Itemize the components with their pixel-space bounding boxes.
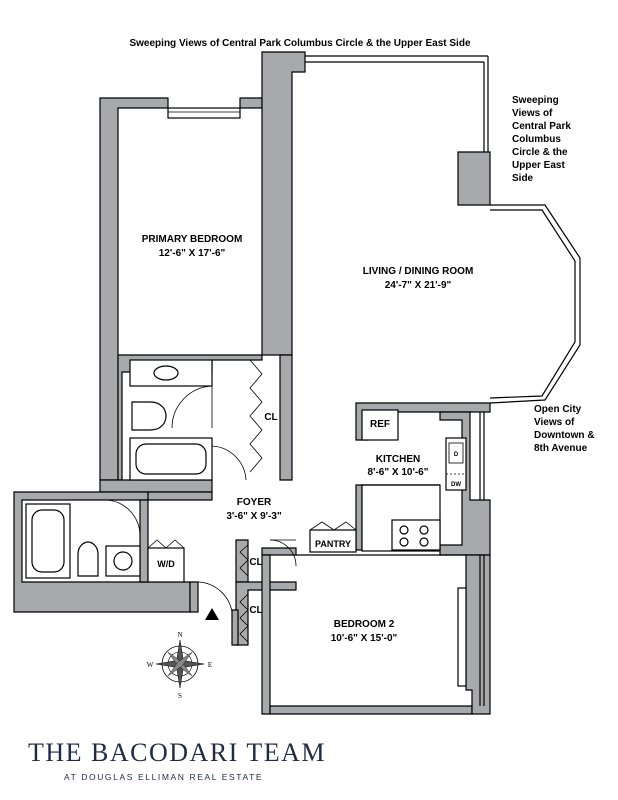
- primary-bedroom-name: PRIMARY BEDROOM: [142, 234, 243, 245]
- living-dims: 24'-7" X 21'-9": [385, 280, 452, 291]
- primary-bath: [129, 359, 247, 481]
- svg-text:Circle & the: Circle & the: [512, 147, 568, 158]
- living-name: LIVING / DINING ROOM: [363, 266, 474, 277]
- compass-s: S: [178, 692, 182, 700]
- kitchen-name: KITCHEN: [376, 454, 420, 465]
- room-labels: PRIMARY BEDROOM 12'-6" X 17'-6" LIVING /…: [142, 234, 474, 644]
- svg-text:Side: Side: [512, 173, 534, 184]
- second-bath: [25, 499, 141, 579]
- svg-text:Views of: Views of: [512, 108, 553, 119]
- closet-label: CL: [249, 605, 262, 616]
- walls: [13, 51, 491, 715]
- kitchen-dims: 8'-6" X 10'-6": [368, 467, 429, 478]
- compass-icon: N S E W: [147, 631, 212, 700]
- foyer-name: FOYER: [237, 497, 272, 508]
- closet-label: CL: [249, 557, 262, 568]
- pantry-label: PANTRY: [315, 539, 351, 549]
- foyer-closets: [239, 539, 297, 643]
- foyer-dims: 3'-6" X 9'-3": [226, 511, 282, 522]
- compass-e: E: [208, 661, 212, 669]
- svg-text:Central Park: Central Park: [512, 121, 571, 132]
- svg-text:8th Avenue: 8th Avenue: [534, 443, 588, 454]
- svg-text:Columbus: Columbus: [512, 134, 561, 145]
- svg-text:Views of: Views of: [534, 417, 575, 428]
- closet-label: CL: [264, 412, 277, 423]
- brand-subtitle: AT DOUGLAS ELLIMAN REAL ESTATE: [64, 772, 264, 782]
- primary-closet-doors: [249, 359, 281, 480]
- bedroom2-name: BEDROOM 2: [334, 619, 395, 630]
- city-view-note: Open City Views of Downtown & 8th Avenue: [534, 404, 595, 454]
- compass-n: N: [177, 631, 182, 639]
- view-note-top: Sweeping Views of Central Park Columbus …: [129, 38, 470, 49]
- ref-label: REF: [370, 419, 390, 430]
- dw-label: DW: [451, 482, 461, 488]
- svg-text:Sweeping: Sweeping: [512, 95, 559, 106]
- compass-w: W: [147, 661, 154, 669]
- primary-bedroom-dims: 12'-6" X 17'-6": [159, 248, 226, 259]
- pantry: [309, 521, 357, 553]
- east-view-note: Sweeping Views of Central Park Columbus …: [512, 95, 571, 184]
- windows: [167, 55, 581, 706]
- kitchen: [361, 409, 467, 552]
- partitions: [296, 484, 466, 556]
- svg-text:Open City: Open City: [534, 404, 582, 415]
- washer-dryer-closet: [147, 539, 185, 583]
- entry-arrow-icon: [205, 608, 219, 620]
- bedroom2-dims: 10'-6" X 15'-0": [331, 633, 398, 644]
- dw-mark: D: [454, 452, 459, 458]
- svg-text:Upper East: Upper East: [512, 160, 565, 171]
- brand-title: THE BACODARI TEAM: [28, 738, 327, 767]
- wd-label: W/D: [157, 559, 175, 569]
- svg-text:Downtown &: Downtown &: [534, 430, 595, 441]
- entry-door: [197, 581, 233, 620]
